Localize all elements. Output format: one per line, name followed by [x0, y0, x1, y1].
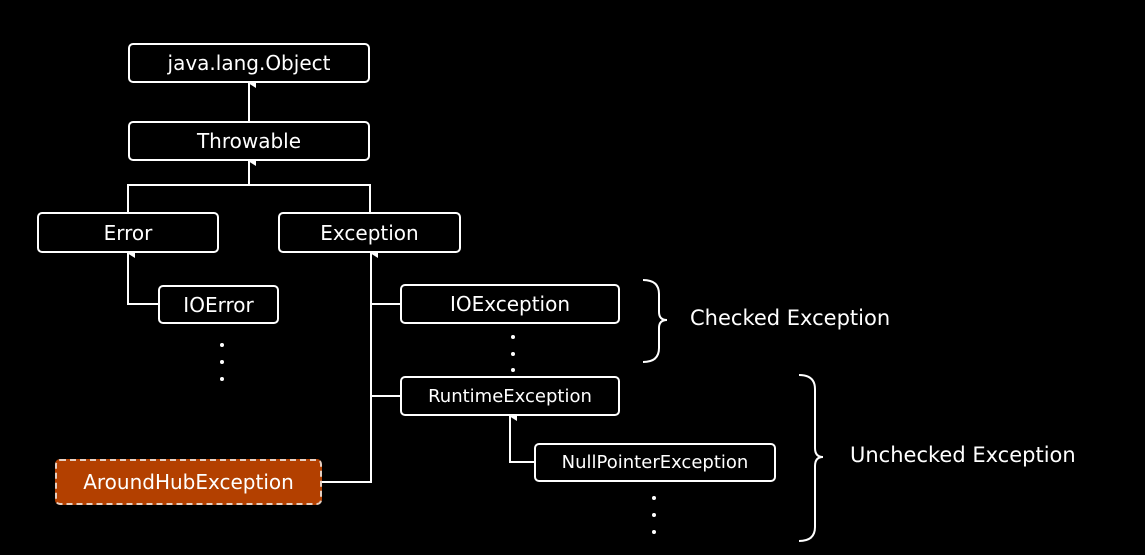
ellipsis-dot	[511, 368, 515, 372]
node-ioexception: IOException	[400, 284, 620, 324]
edge-ioerror-error	[127, 248, 158, 305]
node-ioerror: IOError	[158, 285, 279, 324]
node-around-hub-exception: AroundHubException	[55, 459, 322, 505]
checked-bracket	[642, 279, 668, 363]
ellipsis-dot	[220, 360, 224, 364]
edge-custom-exception	[322, 248, 378, 483]
node-null-pointer-exception: NullPointerException	[534, 443, 776, 482]
node-error: Error	[37, 212, 219, 253]
node-throwable: Throwable	[128, 121, 370, 161]
ellipsis-dot	[511, 335, 515, 339]
ellipsis-dot	[511, 352, 515, 356]
edge-error-throwable	[127, 184, 371, 212]
edge-nullpointer-runtime	[509, 411, 534, 463]
node-runtime-exception: RuntimeException	[400, 376, 620, 416]
unchecked-bracket	[798, 374, 824, 542]
ellipsis-dot	[220, 343, 224, 347]
ellipsis-dot	[652, 530, 656, 534]
node-exception: Exception	[278, 212, 461, 253]
ellipsis-dot	[652, 513, 656, 517]
node-java-lang-object: java.lang.Object	[128, 43, 370, 83]
unchecked-exception-label: Unchecked Exception	[850, 443, 1076, 467]
checked-exception-label: Checked Exception	[690, 306, 891, 330]
ellipsis-dot	[652, 496, 656, 500]
ellipsis-dot	[220, 377, 224, 381]
